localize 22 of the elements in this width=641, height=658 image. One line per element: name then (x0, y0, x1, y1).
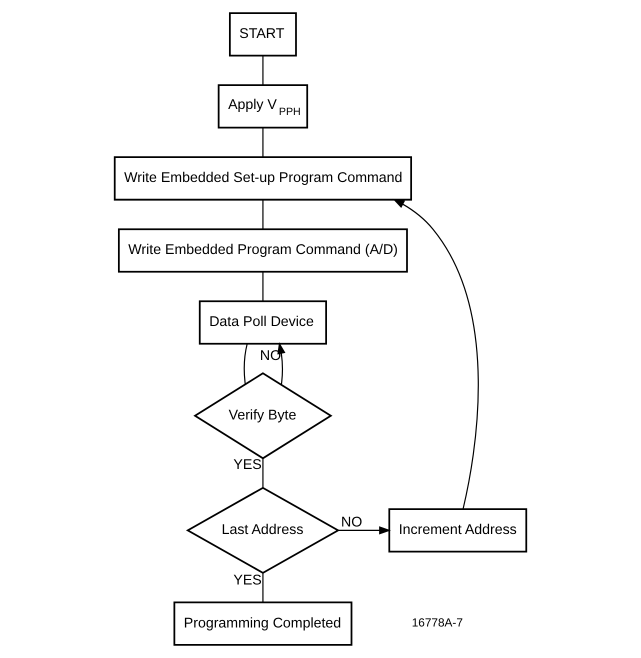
edge-label: YES (233, 456, 262, 473)
node-box: START (228, 12, 297, 56)
node-diamond: Last Address (186, 486, 340, 574)
node-box: Data Poll Device (198, 300, 327, 345)
node-box: Write Embedded Set-up Program Command (114, 156, 412, 201)
node-box: Increment Address (388, 508, 528, 552)
arrow (338, 526, 391, 534)
connector (262, 200, 264, 229)
node-box: Write Embedded Program Command (A/D) (118, 228, 408, 273)
node-diamond: Verify Byte (193, 372, 332, 460)
connector (262, 573, 264, 602)
connector (262, 458, 264, 488)
edge-label: NO (341, 514, 362, 530)
arrow (392, 198, 479, 509)
connector (262, 272, 264, 301)
node-box: Apply V$_{PPH}$ (218, 84, 308, 129)
connector (244, 344, 248, 384)
connector (262, 128, 264, 157)
label: 16778A-7 (412, 616, 463, 630)
connector (262, 56, 264, 85)
edge-label: YES (233, 572, 262, 588)
node-box: Programming Completed (173, 602, 352, 646)
